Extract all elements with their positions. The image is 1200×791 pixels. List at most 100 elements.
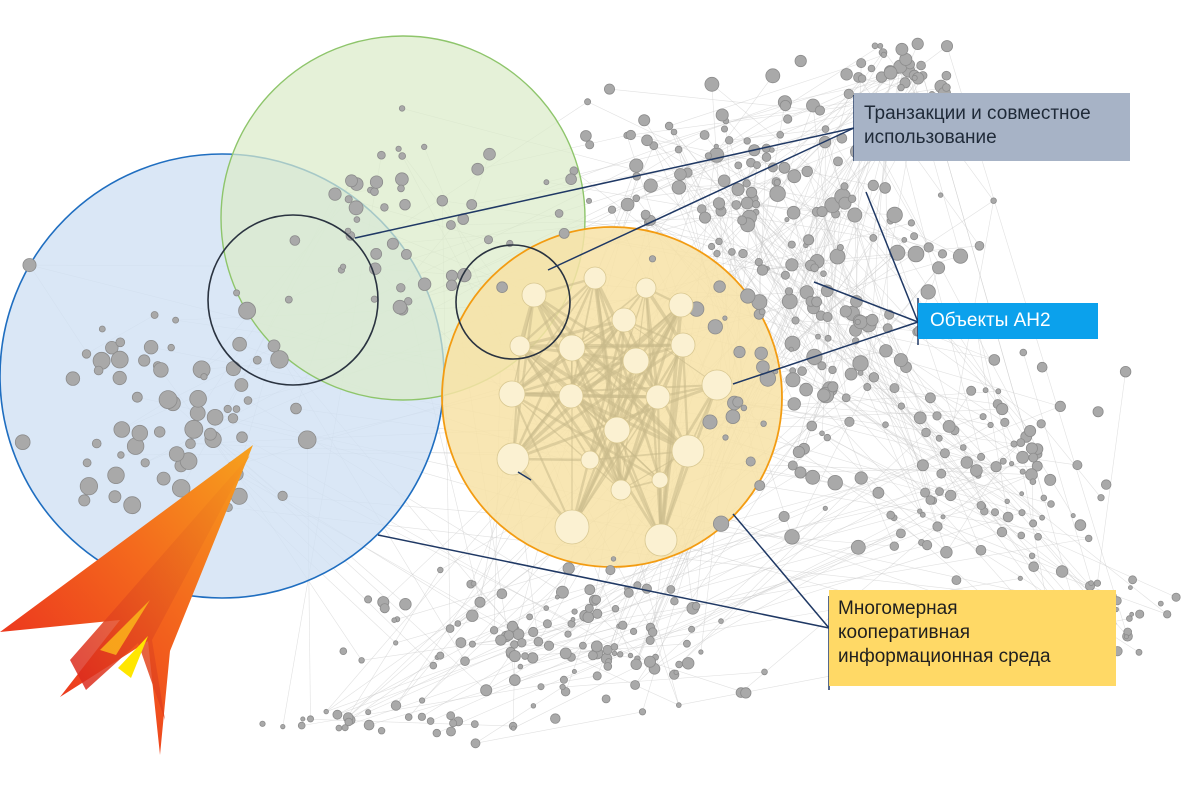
graph-node	[297, 721, 306, 730]
graph-node	[528, 626, 539, 638]
graph-node	[732, 396, 744, 408]
hub-node	[670, 332, 696, 358]
graph-node	[783, 114, 793, 124]
graph-edge	[948, 426, 1091, 587]
graph-node	[446, 711, 456, 721]
graph-node	[200, 373, 208, 381]
graph-node	[1017, 575, 1023, 581]
graph-node	[966, 385, 977, 396]
graph-node	[584, 98, 592, 106]
graph-node	[1039, 514, 1045, 521]
graph-edge	[514, 624, 623, 657]
graph-node	[417, 712, 426, 721]
graph-node	[630, 658, 642, 671]
graph-node	[582, 611, 595, 623]
graph-node	[844, 367, 858, 381]
graph-node	[353, 216, 361, 223]
hub-edge	[569, 395, 663, 541]
hub-edge	[570, 429, 619, 528]
graph-node	[339, 263, 347, 270]
graph-node	[460, 656, 470, 666]
graph-node	[517, 663, 524, 670]
graph-node	[153, 426, 166, 438]
graph-node	[579, 641, 587, 650]
hub-edge	[519, 277, 596, 347]
graph-node	[952, 248, 969, 264]
graph-node	[718, 618, 724, 624]
graph-node	[713, 250, 721, 258]
graph-node	[893, 353, 908, 368]
graph-node	[996, 402, 1009, 416]
graph-edge	[725, 437, 1063, 572]
graph-node	[158, 390, 178, 410]
focus-rings	[207, 214, 571, 386]
graph-node	[1171, 592, 1181, 602]
graph-node	[436, 194, 449, 207]
graph-node	[1017, 531, 1026, 540]
graph-edge	[758, 261, 815, 358]
graph-node	[805, 469, 821, 485]
graph-node	[940, 546, 953, 559]
graph-node	[740, 288, 756, 304]
graph-node	[824, 334, 832, 342]
hub-edge	[519, 345, 661, 481]
graph-node	[743, 137, 751, 145]
graph-node	[787, 240, 796, 249]
graph-edge	[668, 62, 862, 127]
graph-node	[565, 173, 577, 186]
graph-node	[1088, 580, 1094, 586]
graph-node	[995, 388, 1002, 395]
graph-edge	[775, 336, 819, 372]
graph-node	[233, 289, 241, 297]
graph-node	[617, 651, 624, 658]
hub-node	[668, 292, 694, 318]
graph-node	[503, 630, 515, 641]
graph-edge	[346, 600, 595, 720]
graph-edge	[513, 656, 656, 729]
graph-node	[111, 350, 129, 369]
graph-node	[1072, 460, 1083, 471]
graph-node	[115, 337, 126, 348]
graph-edge	[708, 45, 881, 157]
graph-edge	[647, 156, 767, 223]
graph-node	[335, 724, 343, 732]
graph-node	[559, 683, 566, 691]
graph-node	[936, 468, 947, 479]
graph-edge	[636, 134, 705, 177]
graph-node	[778, 161, 791, 174]
graph-node	[138, 354, 151, 367]
graph-node	[897, 402, 906, 410]
graph-edge	[610, 474, 1032, 571]
graph-node	[429, 661, 438, 670]
graph-node	[896, 528, 906, 539]
graph-node	[990, 461, 1002, 473]
graph-edge	[475, 711, 643, 744]
graph-node	[466, 199, 478, 210]
graph-edge	[720, 531, 1003, 622]
graph-node	[270, 350, 289, 369]
graph-node	[778, 510, 790, 522]
graph-node	[643, 178, 658, 193]
graph-node	[707, 319, 723, 335]
graph-node	[189, 405, 206, 422]
graph-node	[496, 588, 508, 600]
hub-node	[651, 471, 669, 489]
graph-node	[223, 404, 232, 414]
graph-node	[869, 233, 878, 242]
callout-environment-line-1: Многомерная	[838, 598, 958, 619]
graph-node	[787, 169, 802, 184]
graph-node	[704, 76, 720, 92]
graph-node	[172, 316, 180, 324]
graph-edge	[562, 671, 765, 688]
hub-edge	[570, 277, 596, 397]
graph-node	[942, 83, 951, 92]
leader-trans-1	[354, 127, 855, 239]
graph-node	[786, 205, 801, 220]
graph-node	[791, 316, 800, 325]
graph-node	[734, 161, 743, 170]
graph-node	[483, 147, 496, 161]
graph-node	[754, 480, 766, 491]
graph-node	[189, 389, 207, 408]
graph-node	[517, 638, 527, 648]
